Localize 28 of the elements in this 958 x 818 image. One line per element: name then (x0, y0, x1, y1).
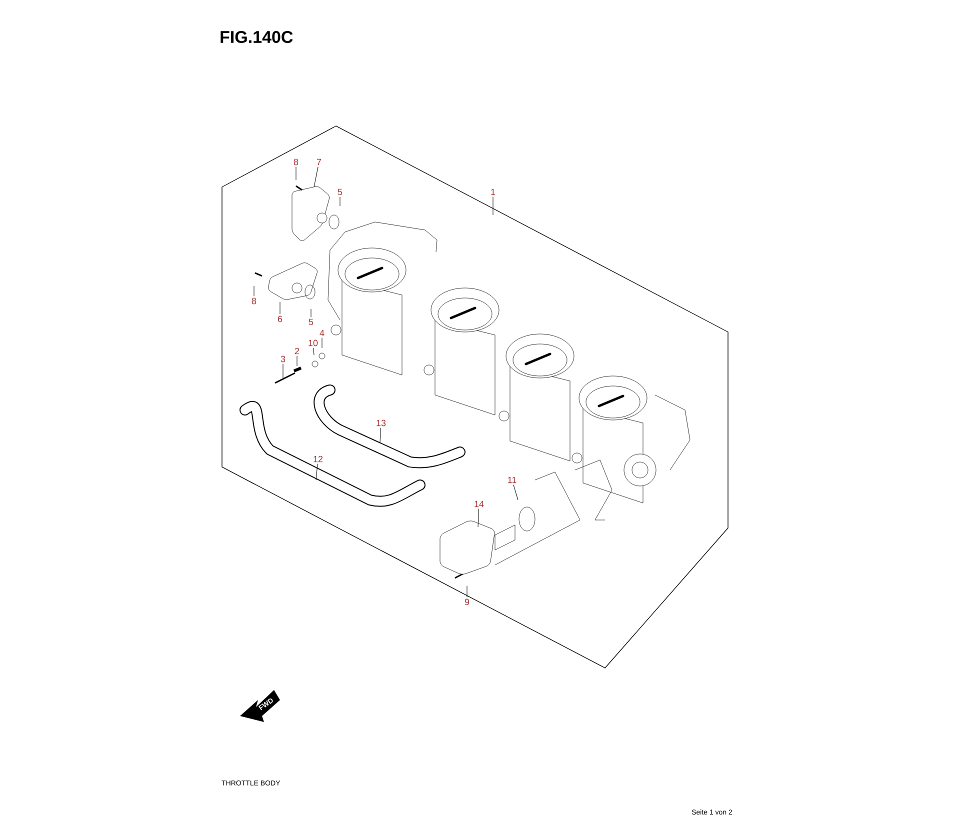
callout-number: 8 (252, 298, 256, 304)
leader-line (310, 308, 312, 318)
callout-number: 6 (278, 316, 282, 322)
leader-line (380, 428, 381, 442)
callout-number: 13 (376, 420, 386, 426)
leader-line (316, 464, 318, 480)
callout-number: 3 (280, 356, 286, 362)
callout-number: 10 (308, 340, 318, 346)
leader-line (282, 364, 284, 378)
callout-number: 2 (294, 348, 300, 354)
leader-line (313, 348, 314, 356)
leader-line (466, 586, 468, 598)
leader-line (513, 484, 518, 500)
callout-number: 11 (508, 476, 516, 484)
leader-line (478, 508, 480, 528)
callout-number: 4 (320, 330, 324, 336)
callout-number: 12 (314, 456, 323, 462)
callout-number: 1 (491, 188, 496, 196)
callout-number: 9 (464, 598, 470, 606)
callout-number: 8 (294, 158, 298, 166)
callout-number: 7 (316, 158, 322, 166)
figure-title: FIG.140C (220, 30, 293, 44)
callout-number: 14 (474, 500, 484, 508)
callout-number: 5 (338, 188, 342, 196)
leader-line (492, 196, 494, 216)
leader-line (296, 356, 298, 366)
leader-line (314, 166, 318, 188)
callout-number: 5 (308, 318, 314, 326)
